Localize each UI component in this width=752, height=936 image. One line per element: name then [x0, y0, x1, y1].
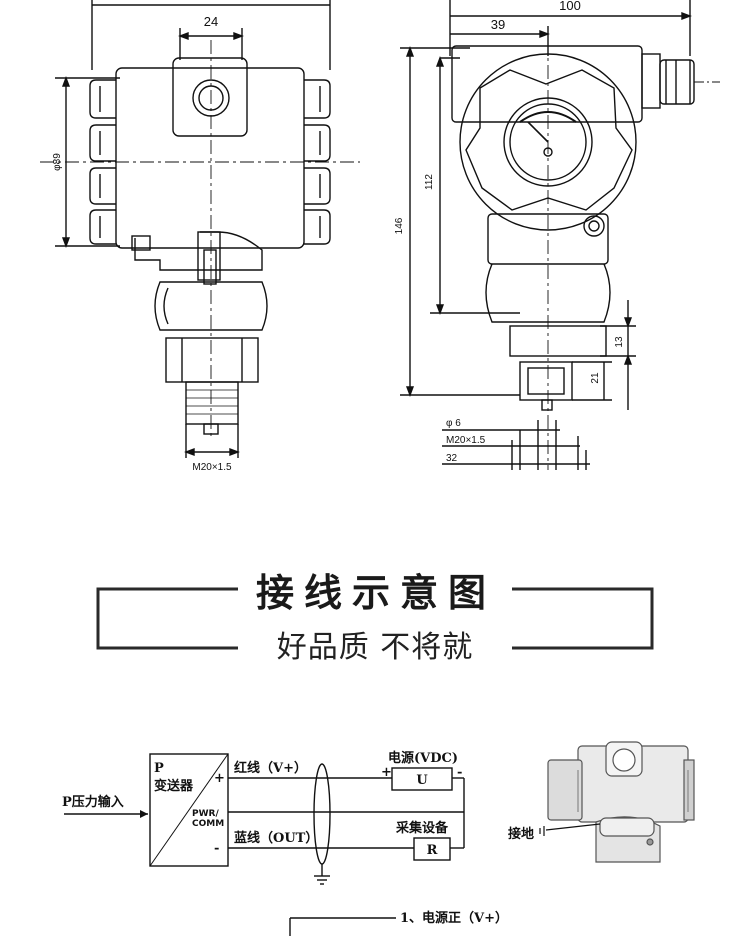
transmitter-minus: - [214, 841, 219, 856]
comm-label: COMM [192, 819, 224, 829]
dim-phi89: φ89 [52, 153, 63, 171]
pressure-input-label: P压力输入 [62, 794, 124, 810]
dim-phi6: φ 6 [446, 418, 461, 429]
transmitter-name: 变送器 [154, 778, 194, 794]
dim-thread-right: M20×1.5 [446, 435, 486, 446]
input-arrow-icon [140, 810, 148, 818]
power-plus: + [381, 765, 392, 780]
acquisition-device-label: 采集设备 [395, 820, 449, 836]
section-title: 接线示意图 [255, 571, 496, 615]
dim-146: 146 [394, 217, 405, 234]
dim-24: 24 [204, 14, 218, 29]
red-wire-label: 红线（V+） [234, 760, 307, 776]
power-minus: - [457, 765, 462, 780]
blue-wire-label: 蓝线（OUT） [234, 830, 318, 846]
dim-21: 21 [590, 372, 601, 384]
power-supply-label: 电源(VDC) [388, 750, 458, 766]
dim-39: 39 [491, 17, 505, 32]
technical-drawing: 24 φ89 M20×1.5 100 39 112 146 13 21 φ 6 … [40, 0, 720, 473]
transmitter-plus: + [214, 771, 225, 786]
pwr-label: PWR/ [192, 809, 219, 819]
dim-100: 100 [559, 0, 581, 13]
dim-thread-left: M20×1.5 [192, 462, 232, 473]
ground-symbol-icon [539, 823, 601, 836]
dim-13: 13 [614, 336, 625, 348]
section-subtitle: 好品质 不将就 [238, 622, 512, 666]
dim-32: 32 [446, 453, 458, 464]
transmitter-p-label: P [154, 761, 164, 776]
r-label: R [427, 843, 438, 858]
terminal-item-1: 1、电源正（V+） [400, 910, 508, 926]
ground-label: 接地 [508, 826, 534, 842]
u-label: U [416, 773, 428, 788]
dim-112: 112 [424, 174, 435, 190]
grounding-transmitter-image [547, 741, 695, 863]
